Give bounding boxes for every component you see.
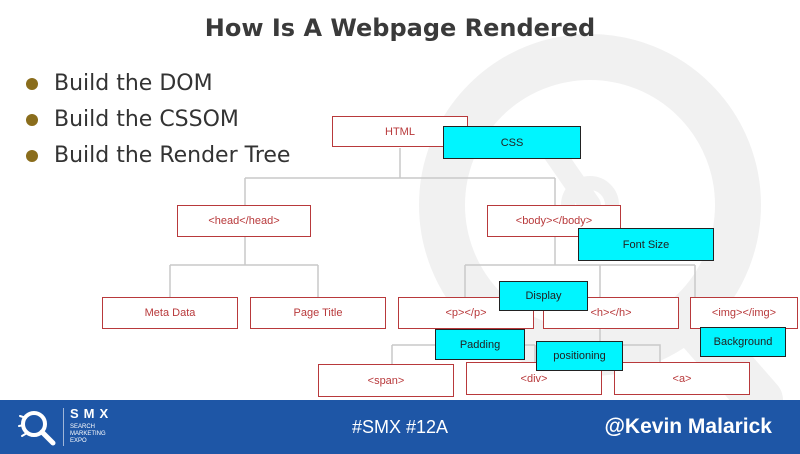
bullet-dot <box>26 78 38 90</box>
brand-tagline-line: SEARCH <box>70 424 96 430</box>
bullet-text: Build the DOM <box>54 71 213 96</box>
node-a: <a> <box>614 362 750 395</box>
css-box-positioning: positioning <box>536 341 623 371</box>
css-box-display: Display <box>499 281 588 311</box>
bullet-text: Build the Render Tree <box>54 143 291 168</box>
node-head: <head</head> <box>177 205 311 237</box>
node-img: <img></img> <box>690 297 798 329</box>
css-box-padding: Padding <box>435 329 525 360</box>
bullet-list: Build the DOM Build the CSSOM Build the … <box>26 66 290 174</box>
logo-divider <box>63 408 64 446</box>
brand-tagline-line: EXPO <box>70 438 87 444</box>
brand-tagline: SEARCH MARKETING EXPO <box>70 424 106 445</box>
css-box-font-size: Font Size <box>578 228 714 261</box>
bullet-item: Build the DOM <box>26 66 290 102</box>
node-span: <span> <box>318 364 454 397</box>
node-page-title: Page Title <box>250 297 386 329</box>
node-meta-data: Meta Data <box>102 297 238 329</box>
slide-title: How Is A Webpage Rendered <box>204 14 596 42</box>
bullet-dot <box>26 150 38 162</box>
session-hashtag: #SMX #12A <box>351 417 449 437</box>
brand-name: SMX <box>70 406 114 421</box>
speaker-handle: @Kevin Malarick <box>604 415 772 438</box>
brand-tagline-line: MARKETING <box>70 431 106 437</box>
bullet-item: Build the CSSOM <box>26 102 290 138</box>
bullet-dot <box>26 114 38 126</box>
node-p: <p></p> <box>398 297 534 329</box>
css-box-background: Background <box>700 327 786 357</box>
smx-logo-icon <box>18 411 56 446</box>
bullet-item: Build the Render Tree <box>26 138 290 174</box>
bullet-text: Build the CSSOM <box>54 107 239 132</box>
footer-bar: SMX SEARCH MARKETING EXPO #SMX #12A @Kev… <box>0 400 800 454</box>
css-box-css: CSS <box>443 126 581 159</box>
